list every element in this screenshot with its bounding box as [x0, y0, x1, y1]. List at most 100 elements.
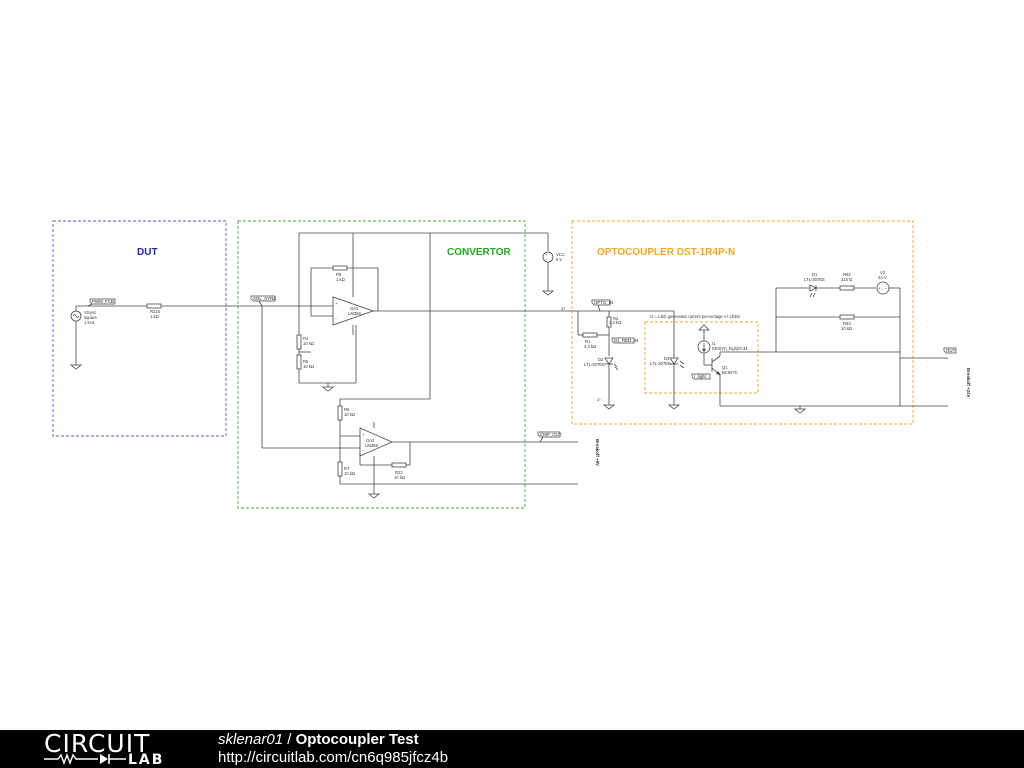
- svg-text:−: −: [885, 286, 888, 291]
- led-d4: D4 LTL-307EE: [650, 356, 685, 369]
- author-link[interactable]: sklenar01: [218, 731, 284, 748]
- phototransistor-subbox: [644, 321, 759, 394]
- breadcrumb-separator: /: [287, 731, 292, 748]
- svg-text:1 kΩ: 1 kΩ: [150, 314, 159, 319]
- svg-text:+: +: [545, 252, 548, 257]
- convertor-box: [237, 220, 526, 509]
- svg-text:R7: R7: [344, 466, 350, 471]
- svg-text:LTL-307EE: LTL-307EE: [584, 362, 605, 367]
- svg-text:I1: I1: [712, 341, 716, 346]
- ground-symbol-i1: [698, 324, 710, 331]
- circuitlab-logo[interactable]: CIRCUIT LAB: [44, 730, 176, 768]
- svg-text:R1: R1: [585, 339, 591, 344]
- resistor-r224: R224 1 kΩ: [146, 303, 162, 319]
- svg-text:10 kΩ: 10 kΩ: [303, 341, 314, 346]
- svg-text:R22: R22: [395, 470, 403, 475]
- svg-text:−: −: [545, 257, 548, 262]
- circuit-title: Optocoupler Test: [295, 731, 419, 748]
- svg-text:OA1: OA1: [350, 306, 359, 311]
- resistor-r4: R4 10 kΩ: [296, 334, 314, 350]
- svg-text:10 kΩ: 10 kΩ: [303, 364, 314, 369]
- svg-text:R2: R2: [613, 316, 619, 321]
- svg-text:OUT: OUT: [946, 348, 956, 353]
- svg-text:LM358: LM358: [348, 311, 361, 316]
- svg-text:316 Ω: 316 Ω: [841, 277, 852, 282]
- logo-circuit-text: CIRCUIT: [44, 729, 151, 758]
- circuit-url-link[interactable]: http://circuitlab.com/cn6q985jfcz4b: [218, 749, 449, 766]
- optocoupler-box-title: OPTOCOUPLER DST-1R4P-N: [597, 247, 735, 258]
- optocoupler-box: [571, 220, 914, 425]
- svg-text:OA2: OA2: [366, 438, 375, 443]
- transistor-q1: Q1 BC847C: [711, 355, 738, 376]
- resistor-r22: R22 10 kΩ: [391, 462, 407, 480]
- svg-text:BC847C: BC847C: [722, 370, 738, 375]
- cmp-out-tag: CMP_OUT: [537, 431, 562, 443]
- ground-symbol-vcc: [541, 290, 555, 296]
- svg-text:D1_RED_IN: D1_RED_IN: [614, 338, 638, 343]
- svg-text:+: +: [878, 286, 881, 291]
- svg-text:I_light: I_light: [694, 374, 706, 379]
- resistor-r63: R63 10 kΩ: [839, 314, 855, 331]
- svg-text:SOL_SYNC: SOL_SYNC: [253, 296, 276, 301]
- svg-text:R63: R63: [843, 321, 851, 326]
- dut-box: [52, 220, 227, 437]
- resistor-r7: R7 10 kΩ: [337, 461, 355, 477]
- svg-text:10 kΩ: 10 kΩ: [344, 471, 355, 476]
- svg-text:LM358: LM358: [365, 443, 378, 448]
- svg-text:R224: R224: [150, 309, 161, 314]
- svg-text:D1: D1: [812, 272, 818, 277]
- sol-sync-tag: SOL_SYNC: [250, 295, 276, 307]
- logo-diode-icon: [44, 753, 126, 765]
- ground-symbol-oa2: [367, 493, 381, 499]
- breakoff-5v-label: Breakoff +5V: [595, 439, 600, 466]
- voltage-source-v2: + − V2 24 V: [876, 270, 890, 295]
- minus-terminal-label: 1-: [597, 397, 601, 402]
- svg-text:1 kHz: 1 kHz: [84, 320, 95, 325]
- ground-symbol-dut: [69, 364, 83, 370]
- svg-text:square: square: [84, 315, 97, 320]
- ground-symbol-d4: [667, 404, 681, 410]
- svg-text:CMP_OUT: CMP_OUT: [540, 432, 562, 437]
- breadcrumb: sklenar01 / Optocoupler Test: [218, 731, 419, 749]
- svg-text:R6: R6: [344, 407, 350, 412]
- ground-symbol-q1: [793, 408, 807, 414]
- led-d1: D1 LTL-307EE: [804, 272, 825, 298]
- d1-red-in-tag: D1_RED_IN: [611, 337, 638, 344]
- out-tag: OUT: [943, 347, 957, 354]
- svg-text:R4: R4: [303, 336, 309, 341]
- resistor-r62: R62 316 Ω: [839, 272, 855, 291]
- svg-text:Q1: Q1: [722, 365, 728, 370]
- svg-text:R62: R62: [843, 272, 851, 277]
- svg-text:LTL-307EE: LTL-307EE: [650, 361, 671, 366]
- svg-text:LTL-307EE: LTL-307EE: [804, 277, 825, 282]
- i-light-tag: I_light: [691, 373, 711, 380]
- opto-in-tag: OPTO_IN: [591, 299, 613, 312]
- footer-bar: CIRCUIT LAB sklenar01 / Optocoupler Test…: [0, 730, 1024, 768]
- svg-text:PWM_FCB: PWM_FCB: [92, 299, 114, 304]
- resistor-r6: R6 10 kΩ: [337, 405, 355, 421]
- svg-text:D2: D2: [598, 357, 604, 362]
- svg-text:−: −: [335, 316, 338, 321]
- led-current-formula: I1 = LED generated current percentage x …: [650, 314, 740, 319]
- plus-terminal-label: 1+: [561, 306, 566, 311]
- resistor-r5: R5 10 kΩ: [296, 354, 314, 370]
- logo-lab-text: LAB: [128, 752, 165, 768]
- led-d2: D2 LTL-307EE: [584, 357, 619, 371]
- vcc-source: + − VCC 5 V: [542, 251, 565, 263]
- svg-text:KE0(V(I_high)/0.34: KE0(V(I_high)/0.34: [712, 346, 748, 351]
- svg-text:10 kΩ: 10 kΩ: [344, 412, 355, 417]
- svg-text:−: −: [362, 448, 365, 453]
- dut-box-title: DUT: [137, 247, 158, 258]
- svg-text:5 V: 5 V: [556, 257, 562, 262]
- ground-symbol-oa1: [321, 386, 335, 392]
- svg-text:3.3 kΩ: 3.3 kΩ: [609, 320, 621, 325]
- svg-text:OPTO_IN: OPTO_IN: [594, 300, 613, 305]
- convertor-box-title: CONVERTOR: [447, 247, 511, 258]
- circuit-schematic: DUT CONVERTOR OPTOCOUPLER DST-1R4P-N VSy…: [52, 220, 971, 509]
- svg-text:24 V: 24 V: [878, 275, 887, 280]
- svg-text:3.3 kΩ: 3.3 kΩ: [584, 344, 596, 349]
- opamp-oa2: + − OA2 LM358: [359, 427, 393, 457]
- resistor-r9: R9 1 kΩ: [332, 265, 348, 282]
- svg-text:VCC: VCC: [556, 252, 565, 257]
- svg-text:R9: R9: [336, 272, 342, 277]
